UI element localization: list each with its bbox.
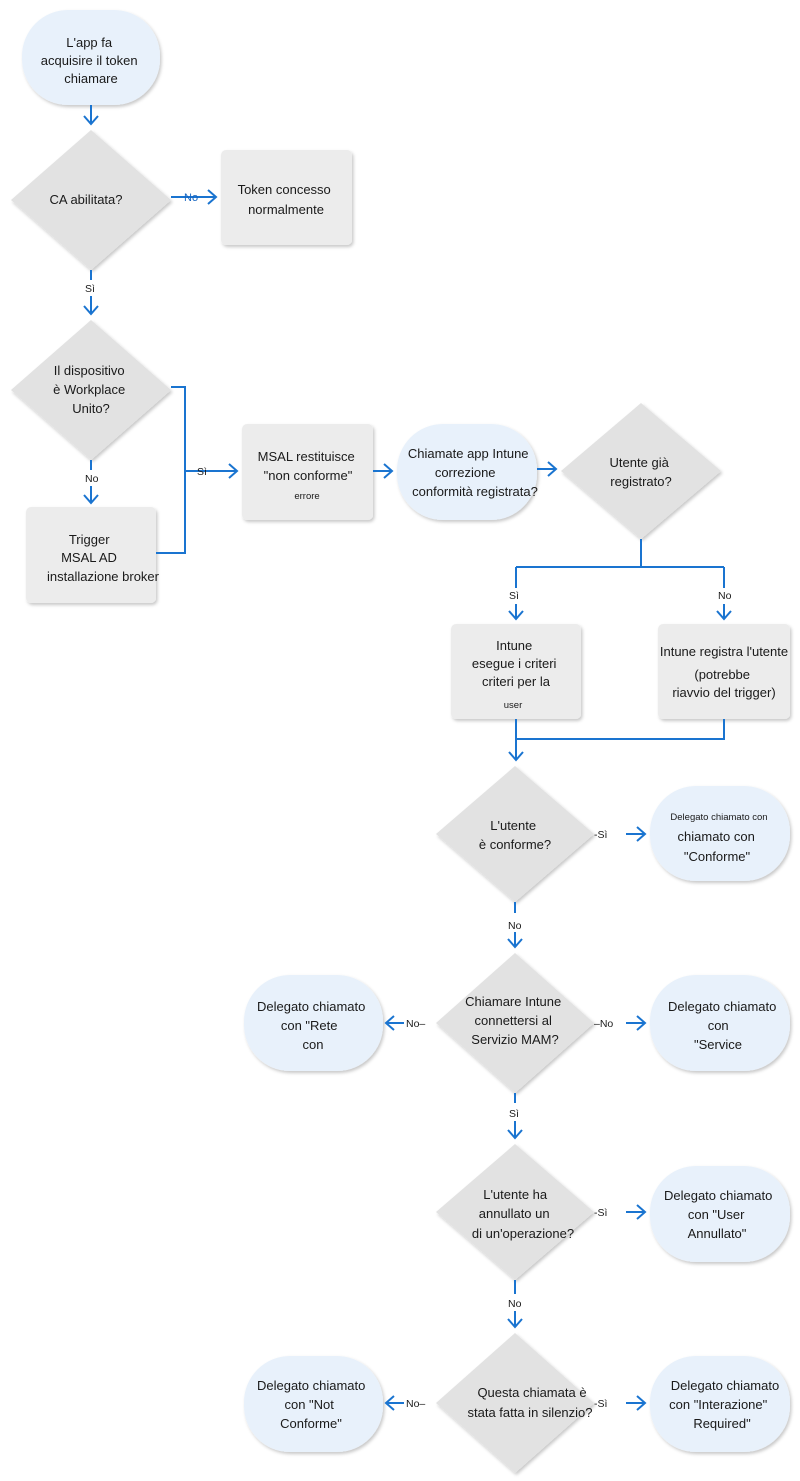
registered-split-connector [515, 539, 725, 588]
merge-connector [515, 719, 725, 760]
token-granted-box [221, 150, 352, 245]
msal-noncompliant-box [242, 424, 373, 520]
can-connect-mam-decision [436, 953, 594, 1093]
msal-noncompliant-label-small: errore [294, 491, 319, 502]
delegate-service-label: Delegato chiamato con "Service [668, 999, 780, 1052]
delegate-compliant-label-small: Delegato chiamato con [670, 812, 767, 823]
ca-yes-arrowhead [83, 305, 99, 316]
call-intune-remediation-label: Chiamate app Intune correzione conformit… [408, 446, 538, 499]
user-cancelled-decision [436, 1144, 594, 1280]
cancelled-yes-arrowhead [636, 1204, 647, 1220]
start-label: L'app fa acquisire il token chiamare [41, 35, 141, 86]
registered-yes-label: Sì [509, 590, 519, 602]
silent-no-label: No– [406, 1398, 425, 1410]
msal-to-remediation-arrowhead [383, 463, 394, 479]
workplace-joined-label: Il dispositivo è Workplace Unito? [53, 363, 129, 416]
workplace-joined-decision [11, 320, 171, 460]
cancelled-no-arrowhead [507, 1318, 523, 1329]
mam-no-right-label: –No [594, 1018, 613, 1030]
user-registered-decision [561, 403, 721, 539]
trigger-broker-label: Trigger MSAL AD [61, 532, 117, 565]
start-terminal [22, 10, 160, 105]
remediation-to-registered-arrowhead [547, 461, 558, 477]
delegate-not-compliant-terminal [244, 1356, 383, 1452]
mam-no-right-arrowhead [636, 1015, 647, 1031]
registered-no-arrowhead [716, 610, 732, 621]
silent-call-decision [436, 1333, 594, 1473]
intune-runs-policies-box [451, 624, 581, 719]
intune-registers-user-label-2: (potrebbe riavvio del trigger) [672, 667, 775, 700]
intune-runs-policies-label: Intune esegue i criteri criteri per la [472, 638, 560, 689]
delegate-service-terminal [650, 975, 790, 1071]
delegate-interaction-required-label: Delegato chiamato [671, 1378, 779, 1393]
ca-no-label: No [184, 192, 198, 204]
mam-yes-arrowhead [507, 1129, 523, 1140]
user-compliant-decision [436, 766, 594, 902]
silent-call-label: Questa chiamata è [477, 1385, 586, 1400]
intune-registers-user-label: Intune registra l'utente [660, 644, 788, 659]
silent-yes-label: -Sì [594, 1398, 608, 1410]
delegate-user-cancelled-label: Delegato chiamato con "User Annullato" [664, 1188, 776, 1241]
delegate-interaction-required-terminal [650, 1356, 790, 1452]
start-to-ca-arrowhead [83, 115, 99, 126]
user-compliant-label: L'utente è conforme? [479, 818, 551, 852]
cancelled-no-label: No [508, 1298, 522, 1310]
intune-runs-policies-label-small: user [504, 700, 522, 711]
mam-no-left-arrowhead [384, 1015, 395, 1031]
delegate-network-terminal [244, 975, 383, 1071]
user-cancelled-label: L'utente ha annullato un di un'operazion… [472, 1187, 574, 1241]
compliant-yes-arrowhead [636, 826, 647, 842]
ca-enabled-label: CA abilitata? [50, 192, 123, 207]
delegate-compliant-label: chiamato con "Conforme" [678, 829, 759, 864]
user-registered-label: Utente già registrato? [610, 455, 673, 489]
compliant-no-label: No [508, 920, 522, 932]
mam-no-left-label: No– [406, 1018, 425, 1030]
silent-no-arrowhead [384, 1395, 395, 1411]
mam-yes-label: Sì [509, 1108, 519, 1120]
can-connect-mam-label: Chiamare Intune connettersi al Servizio … [465, 994, 565, 1047]
ca-yes-label: Sì [85, 283, 95, 295]
workplace-yes-label: Sì [197, 466, 207, 478]
silent-yes-arrowhead [636, 1395, 647, 1411]
registered-yes-arrowhead [508, 610, 524, 621]
compliant-no-arrowhead [507, 938, 523, 949]
intune-registers-user-box [658, 624, 790, 719]
workplace-yes-connector [156, 386, 186, 554]
ca-enabled-decision [11, 130, 171, 270]
workplace-no-label: No [85, 473, 99, 485]
delegate-not-compliant-label: Delegato chiamato con "Not Conforme" [257, 1378, 369, 1431]
to-msal-arrowhead [228, 463, 239, 479]
delegate-user-cancelled-terminal [650, 1166, 790, 1262]
silent-call-label-2: stata fatta in silenzio? [467, 1405, 592, 1420]
ca-no-arrowhead [207, 189, 218, 205]
token-granted-label: Token concesso normalmente [238, 182, 335, 217]
msal-noncompliant-label: MSAL restituisce "non conforme" [258, 449, 359, 483]
trigger-broker-label-small: installazione broker [47, 569, 160, 584]
trigger-broker-box [26, 507, 156, 603]
connectors [83, 105, 732, 1411]
delegate-network-label: Delegato chiamato con "Rete con [257, 999, 369, 1052]
delegate-compliant-terminal [650, 786, 790, 881]
call-intune-remediation-terminal [397, 424, 537, 520]
merge-arrowhead [508, 751, 524, 762]
registered-no-label: No [718, 590, 732, 602]
workplace-no-arrowhead [83, 494, 99, 505]
cancelled-yes-label: -Sì [594, 1207, 608, 1219]
compliant-yes-label: -Sì [594, 829, 608, 841]
delegate-interaction-required-label-2: con "Interazione" Required" [669, 1397, 771, 1431]
